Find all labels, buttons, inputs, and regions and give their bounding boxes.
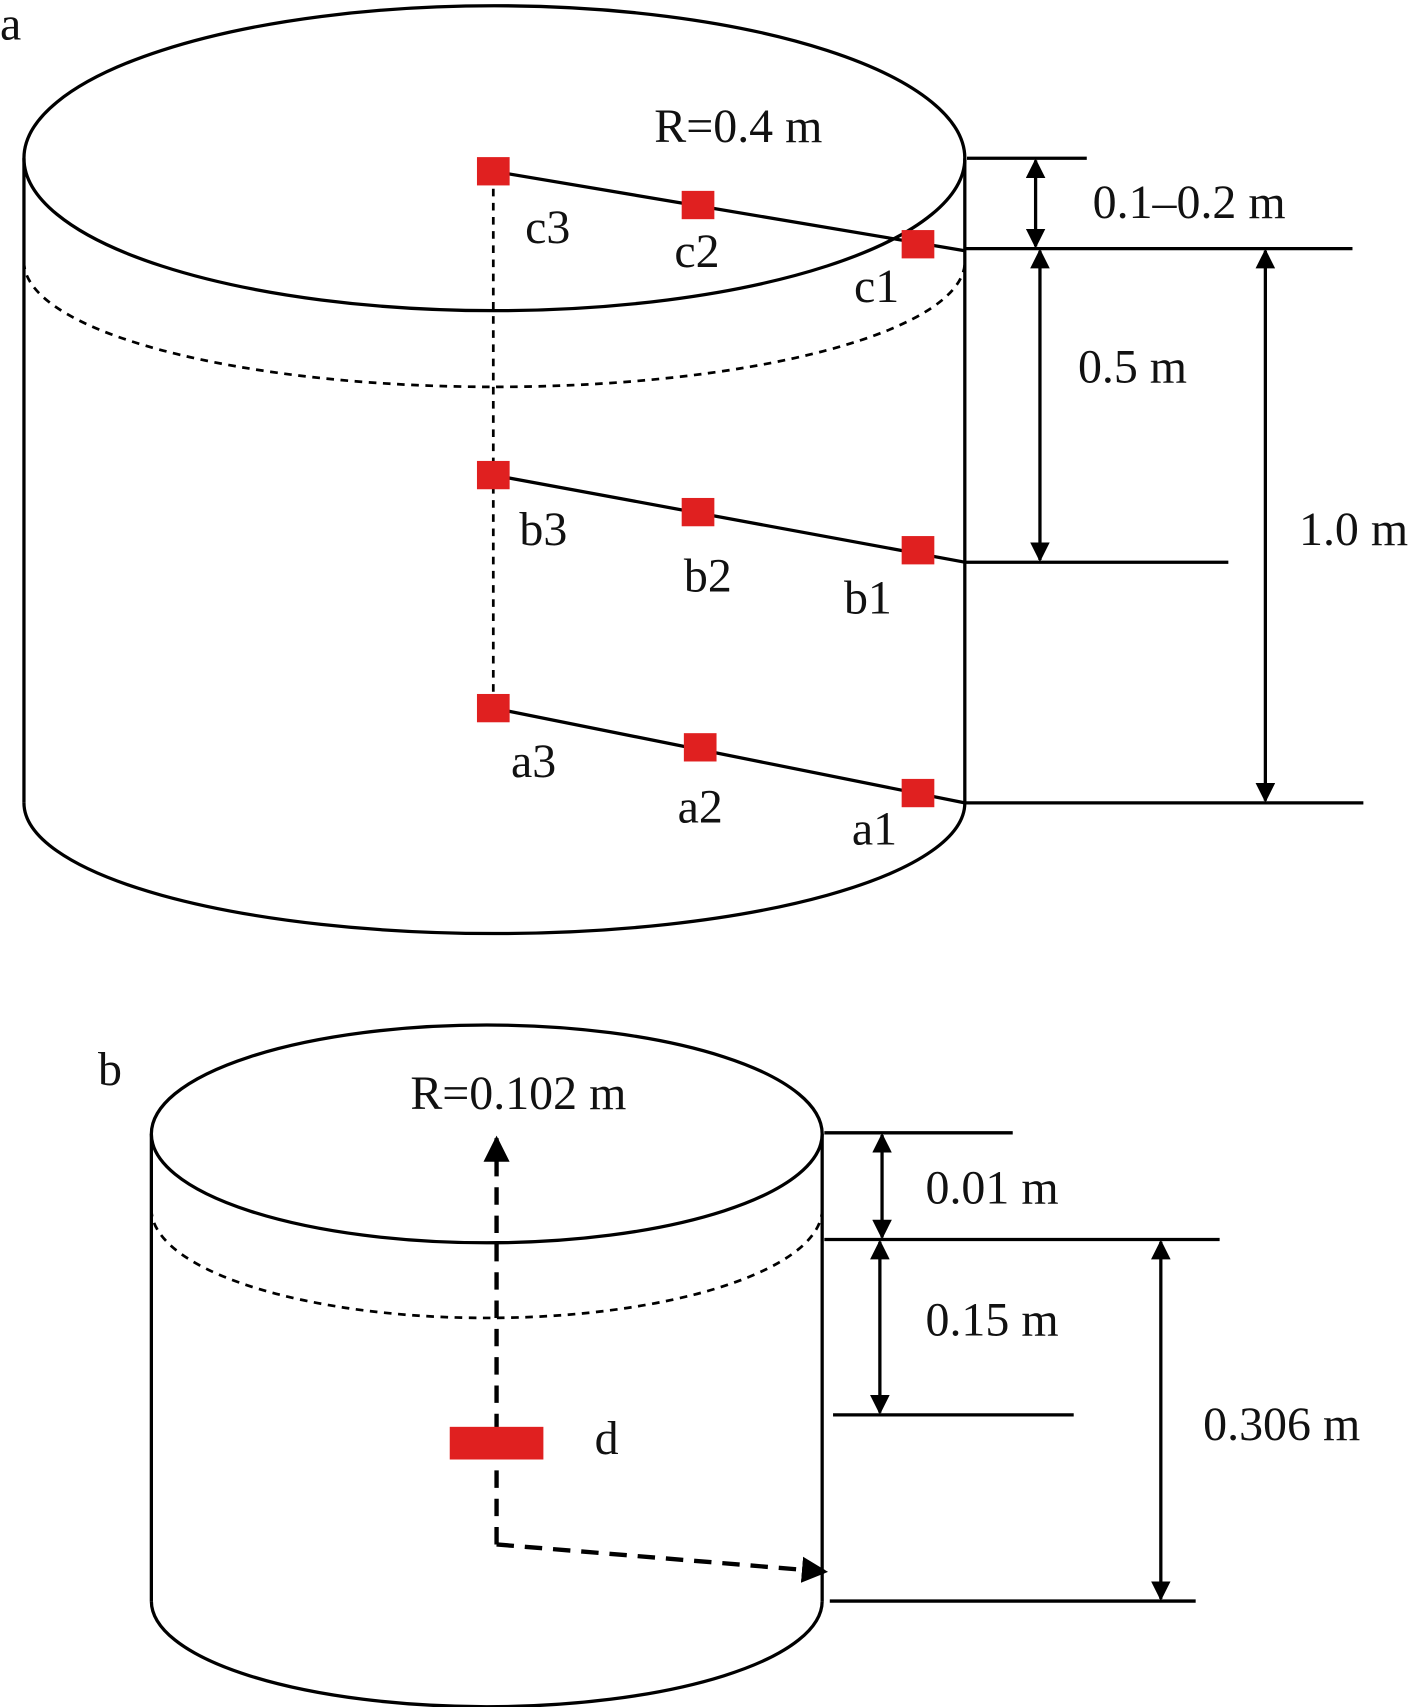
sensor-line-b <box>493 473 966 564</box>
sensor-b3 <box>476 460 510 490</box>
sensor-label-c1: c1 <box>854 260 899 313</box>
sensor-b2 <box>681 497 715 527</box>
sensor-label-b1: b1 <box>844 571 892 624</box>
water-level-ellipse <box>150 1209 824 1320</box>
radius-arrow-horizontal <box>496 1542 829 1583</box>
sensor-c1 <box>901 230 935 259</box>
sensor-a2 <box>683 733 717 762</box>
dim-label-total: 0.306 m <box>1203 1398 1360 1451</box>
sensor-label-d: d <box>595 1412 619 1465</box>
sensor-b1 <box>901 536 935 565</box>
sensor-line-c <box>493 169 966 253</box>
dim-label-top-gap: 0.01 m <box>926 1162 1059 1215</box>
sensor-label-a1: a1 <box>852 802 897 855</box>
panel-b: b d R=0.102 m 0.01 m 0.15 m 0.306 m <box>98 1023 1360 1707</box>
dim-label-top-gap: 0.1–0.2 m <box>1093 176 1286 229</box>
sensor-label-c2: c2 <box>674 225 719 278</box>
radius-label: R=0.102 m <box>410 1067 626 1120</box>
sensor-line-a <box>492 706 966 805</box>
sensor-label-b3: b3 <box>519 503 567 556</box>
tank-top-ellipse <box>149 1023 824 1245</box>
dim-label-mid: 0.15 m <box>926 1293 1059 1346</box>
radius-label: R=0.4 m <box>654 100 822 153</box>
dim-label-mid: 0.5 m <box>1078 341 1187 394</box>
tank-bottom-edge <box>22 802 967 936</box>
panel-a-label: a <box>0 0 21 51</box>
water-level-ellipse <box>22 261 967 389</box>
sensor-c3 <box>476 157 510 186</box>
sensor-a3 <box>476 693 510 723</box>
dim-label-total: 1.0 m <box>1299 503 1408 556</box>
sensor-a1 <box>901 778 935 808</box>
sensor-c2 <box>681 190 715 220</box>
sensor-label-b2: b2 <box>684 550 732 603</box>
panel-b-label: b <box>98 1043 122 1096</box>
tank-bottom-edge <box>149 1601 824 1707</box>
sensor-label-a2: a2 <box>678 781 723 834</box>
panel-a: a c3 c2 c1 b3 b2 b1 a3 a2 a1 R=0.4 m <box>0 0 1408 936</box>
sensor-label-c3: c3 <box>525 201 570 254</box>
sensor-d <box>449 1426 544 1460</box>
sensor-label-a3: a3 <box>511 735 556 788</box>
